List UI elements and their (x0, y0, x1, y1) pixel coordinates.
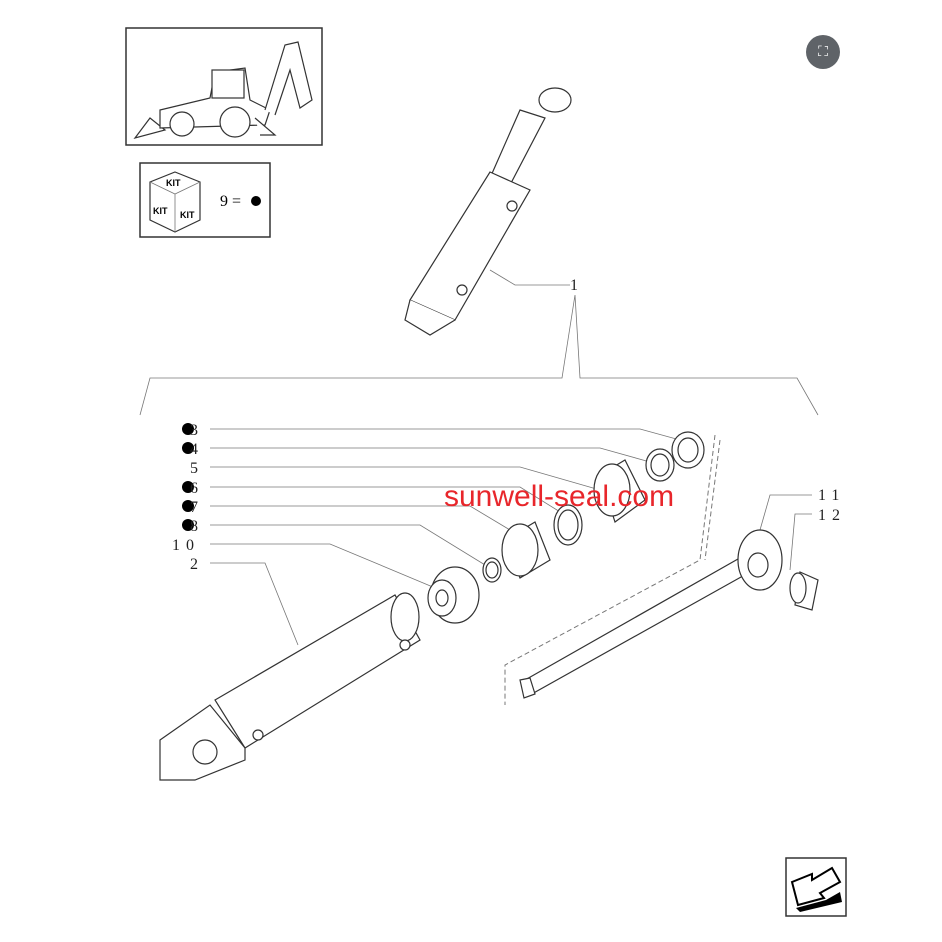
watermark: sunwell-seal.com (444, 480, 674, 513)
fullscreen-exit-button[interactable]: ⛶ (806, 35, 840, 69)
kit-equation: 9 = (220, 193, 241, 210)
fullscreen-exit-icon: ⛶ (818, 44, 828, 60)
kit-legend: KIT KIT KIT 9 = (139, 162, 271, 238)
machine-thumbnail (125, 27, 323, 146)
next-page-arrow-icon[interactable] (785, 857, 847, 917)
kit-dot-icon (182, 500, 194, 512)
callout-8: 8 (190, 518, 204, 535)
callout-lines (210, 428, 812, 705)
callout-6: 6 (190, 480, 204, 497)
kit-dot-icon (182, 519, 194, 531)
kit-dot-icon (182, 442, 194, 454)
callout-3: 3 (190, 422, 204, 439)
piston-rod (519, 529, 819, 699)
kit-dot-icon (182, 423, 194, 435)
kit-right-text: KIT (180, 210, 195, 220)
callout-11: 11 (818, 487, 845, 504)
callout-10: 10 (172, 537, 200, 554)
kit-dot-icon (182, 481, 194, 493)
seal-parts (427, 431, 705, 624)
exploded-bracket (139, 294, 819, 416)
callout-2: 2 (190, 556, 204, 573)
callout-7: 7 (190, 499, 204, 516)
assembled-cylinder (404, 87, 572, 336)
callout-12: 12 (818, 507, 846, 524)
callout-1: 1 (570, 277, 584, 294)
kit-top-text: KIT (166, 178, 181, 188)
kit-dot-icon (251, 196, 261, 206)
cylinder-tube (159, 592, 421, 781)
callout-4: 4 (190, 441, 204, 458)
kit-left-text: KIT (153, 206, 168, 216)
callout-5: 5 (190, 460, 204, 477)
